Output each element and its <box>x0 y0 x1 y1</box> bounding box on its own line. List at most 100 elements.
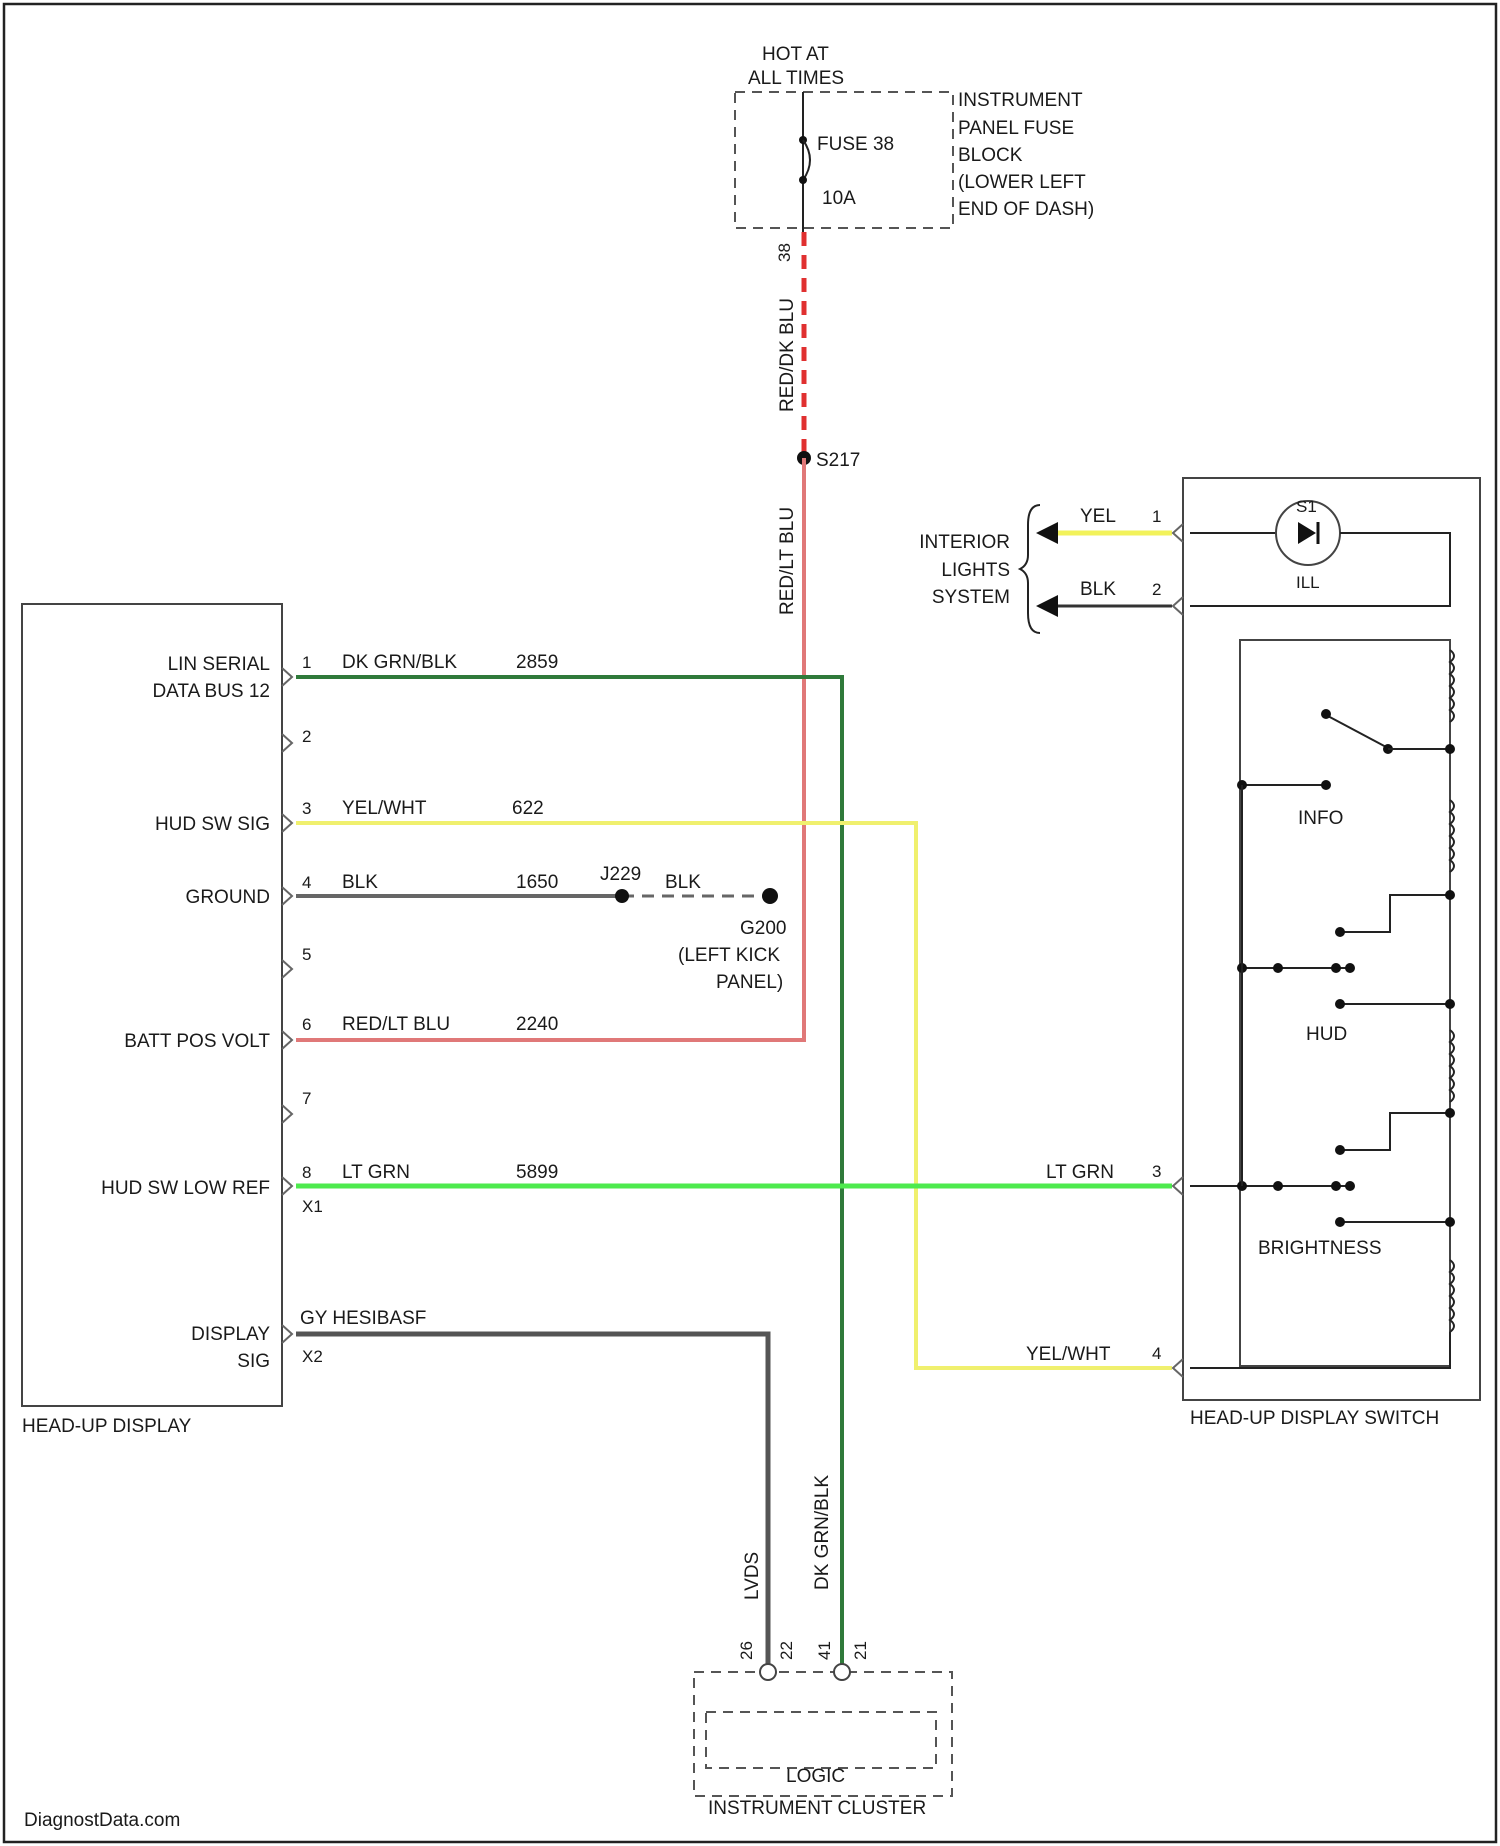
brightness-common-node-c <box>1331 1181 1341 1191</box>
info-switch-pivot <box>1321 709 1331 719</box>
cluster-pin-left-node <box>760 1664 776 1680</box>
hud-switch-upper <box>1340 895 1450 932</box>
wire-pin1-circuit: 2859 <box>516 652 558 673</box>
wire-pin8-circuit: 5899 <box>516 1162 558 1183</box>
wire-display-signal <box>296 1334 768 1672</box>
fuse-name: FUSE 38 <box>817 134 894 155</box>
hud-switch-upper-contact <box>1335 927 1345 937</box>
wire-pin3-circuit: 622 <box>512 798 544 819</box>
switch-pin-2: 2 <box>1152 580 1161 599</box>
lamp-label: ILL <box>1296 573 1320 592</box>
wire-pin8-color: LT GRN <box>342 1162 410 1183</box>
fuse-block: HOT AT ALL TIMES FUSE 38 10A INSTRUMENT … <box>735 44 1094 262</box>
brightness-common-node-d <box>1345 1181 1355 1191</box>
interior-wire-blk-label: BLK <box>1080 579 1116 600</box>
switch-connector-pins <box>1173 524 1183 1377</box>
switch-pin-3: 3 <box>1152 1162 1161 1181</box>
interior-wire-yel-label: YEL <box>1080 506 1116 527</box>
hud-pin-6-label: BATT POS VOLT <box>124 1031 270 1052</box>
switch-pin4-wire-label: YEL/WHT <box>1026 1344 1111 1365</box>
head-up-display: 1 2 3 4 5 6 7 8 LIN SERIAL DATA BUS 12 H… <box>22 604 323 1437</box>
hud-display-label-1: DISPLAY <box>191 1324 270 1345</box>
cluster-pin-left-side: 26 <box>737 1641 756 1660</box>
ladder-return <box>1190 1332 1450 1368</box>
cluster-pin-left: 22 <box>777 1641 796 1660</box>
cluster-pin-right: 21 <box>851 1641 870 1660</box>
info-common-node-b <box>1321 780 1331 790</box>
fuse-rating: 10A <box>822 188 856 209</box>
fuse-block-line-3: BLOCK <box>958 145 1023 166</box>
hud-switch-lower-contact <box>1335 999 1345 1009</box>
fuse-output-wire-label: RED/DK BLU <box>777 298 798 412</box>
brightness-ladder-upper <box>1445 1108 1455 1118</box>
info-ladder-node <box>1445 744 1455 754</box>
ground-wire-label: BLK <box>665 872 701 893</box>
fuse-pin-number: 38 <box>775 243 794 262</box>
cluster-lvds-label: LVDS <box>742 1552 763 1600</box>
hud-pin-2-num: 2 <box>302 727 311 746</box>
hot-label-1: HOT AT <box>762 44 829 65</box>
ground-location-1: (LEFT KICK <box>678 945 780 966</box>
info-label: INFO <box>1298 808 1343 829</box>
fuse-block-line-2: PANEL FUSE <box>958 118 1074 139</box>
wire-display-signal-label: GY HESIBASF <box>300 1308 426 1329</box>
hud-ladder-lower <box>1445 999 1455 1009</box>
hud-pin-3-label: HUD SW SIG <box>155 814 270 835</box>
hot-label-2: ALL TIMES <box>748 68 844 89</box>
lamp-top-label: S1 <box>1296 497 1317 516</box>
ground-point-label: G200 <box>740 918 786 939</box>
hud-connector-x2: X2 <box>302 1347 323 1366</box>
hud-pin-3-num: 3 <box>302 799 311 818</box>
instrument-cluster: 22 26 21 41 LOGIC INSTRUMENT CLUSTER <box>694 1641 952 1819</box>
hud-connector-pins <box>282 668 292 1343</box>
wire-pin1-color: DK GRN/BLK <box>342 652 457 673</box>
switch-pin-1: 1 <box>1152 507 1161 526</box>
switch-module-name: HEAD-UP DISPLAY SWITCH <box>1190 1408 1439 1429</box>
brightness-ladder-lower <box>1445 1217 1455 1227</box>
battery-feed-wire-label: RED/LT BLU <box>777 507 798 615</box>
interior-bracket <box>1020 505 1040 633</box>
interior-line-2: LIGHTS <box>941 560 1010 581</box>
interior-line-1: INTERIOR <box>919 532 1010 553</box>
hud-module-name: HEAD-UP DISPLAY <box>22 1416 192 1437</box>
watermark: DiagnostData.com <box>24 1810 180 1831</box>
hud-pin-8-num: 8 <box>302 1163 311 1182</box>
cluster-pin-right-side: 41 <box>815 1641 834 1660</box>
wire-pin3-yelwht <box>296 823 1172 1368</box>
ground-location-2: PANEL) <box>716 972 783 993</box>
hud-pin-4-num: 4 <box>302 873 311 892</box>
wire-pin4-color: BLK <box>342 872 378 893</box>
wire-pin3-color: YEL/WHT <box>342 798 427 819</box>
ground-g200 <box>762 888 778 904</box>
hud-pin-1-num: 1 <box>302 653 311 672</box>
hud-pin-1-label-1: LIN SERIAL <box>168 654 270 675</box>
switch-pin-4: 4 <box>1152 1344 1161 1363</box>
interior-arrow-yel <box>1036 522 1058 544</box>
lamp-diode <box>1298 522 1316 544</box>
hud-pin-5-num: 5 <box>302 945 311 964</box>
hud-pin-8-label: HUD SW LOW REF <box>101 1178 270 1199</box>
fuse-block-line-1: INSTRUMENT <box>958 90 1083 111</box>
hud-pin-7-num: 7 <box>302 1089 311 1108</box>
cluster-name: INSTRUMENT CLUSTER <box>708 1798 926 1819</box>
brightness-upper-contact <box>1335 1145 1345 1155</box>
cluster-logic-box <box>706 1712 936 1768</box>
interior-line-3: SYSTEM <box>932 587 1010 608</box>
interior-arrow-blk <box>1036 595 1058 617</box>
hud-pin-1-label-2: DATA BUS 12 <box>152 681 270 702</box>
splice-s217-label: S217 <box>816 450 860 471</box>
fuse-block-line-5: END OF DASH) <box>958 199 1094 220</box>
fuse-terminal-bottom <box>799 176 807 184</box>
hud-pin-6-num: 6 <box>302 1015 311 1034</box>
hud-common-node-b <box>1273 963 1283 973</box>
hud-switch-label: HUD <box>1306 1024 1347 1045</box>
wire-pin4-circuit: 1650 <box>516 872 558 893</box>
interior-lights-system: INTERIOR LIGHTS SYSTEM YEL BLK <box>919 505 1172 633</box>
hud-common-node-d <box>1345 963 1355 973</box>
switch-pin3-wire-label: LT GRN <box>1046 1162 1114 1183</box>
splice-j229-label: J229 <box>600 864 641 885</box>
hud-pin-4-label: GROUND <box>186 887 270 908</box>
splice-j229 <box>615 889 629 903</box>
hud-connector-x1: X1 <box>302 1197 323 1216</box>
